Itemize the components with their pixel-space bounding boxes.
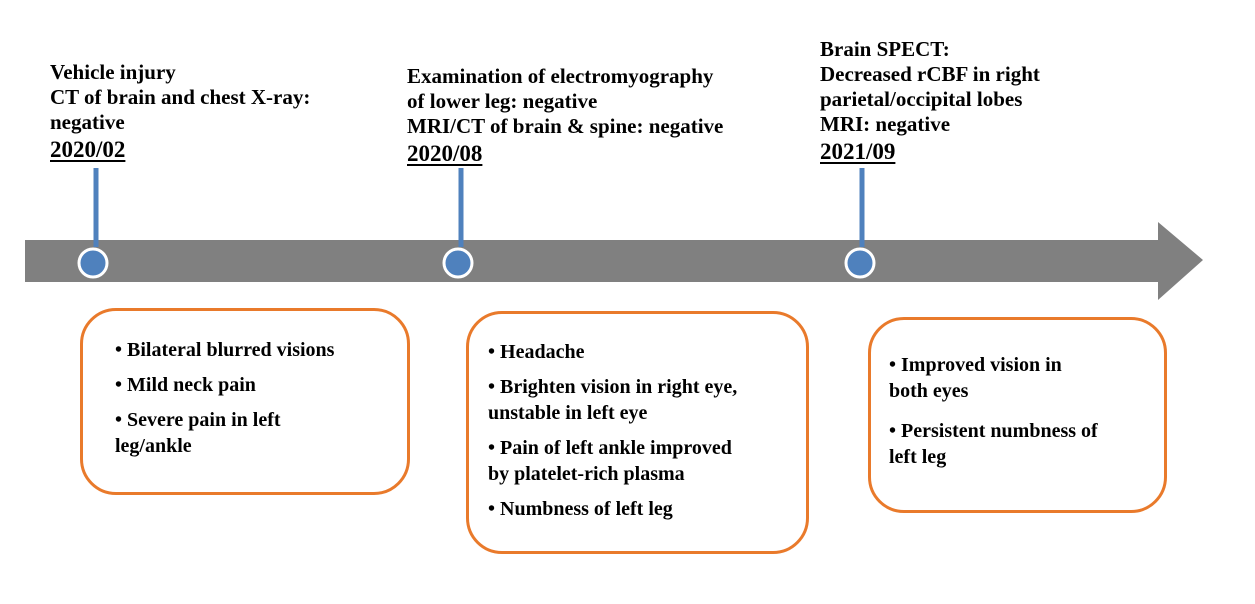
symptom-text-cont: both eyes xyxy=(889,380,969,402)
event-text-line: parietal/occipital lobes xyxy=(820,87,1023,111)
symptom-item: Severe pain in left leg/ankle xyxy=(115,407,387,459)
event-text-line: CT of brain and chest X-ray: xyxy=(50,85,311,109)
event-text-line: Brain SPECT: xyxy=(820,37,950,61)
symptom-item: Bilateral blurred visions xyxy=(115,337,387,363)
symptom-list: Bilateral blurred visions Mild neck pain… xyxy=(115,337,387,459)
timeline-marker-3 xyxy=(844,247,876,279)
symptom-item: Numbness of left leg xyxy=(488,496,792,522)
symptom-item: Persistent numbness of left leg xyxy=(889,418,1152,470)
event-text-line: of lower leg: negative xyxy=(407,89,598,113)
event-text-line: Examination of electromyography xyxy=(407,64,714,88)
symptom-item: Brighten vision in right eye, unstable i… xyxy=(488,374,792,426)
symptom-text-cont: unstable in left eye xyxy=(488,402,648,424)
symptom-item: Headache xyxy=(488,339,792,365)
symptom-item: Pain of left ankle improved by platelet-… xyxy=(488,435,792,487)
symptom-box-2021-09: Improved vision in both eyes Persistent … xyxy=(868,317,1167,513)
symptom-text: Headache xyxy=(488,341,584,363)
symptom-text-cont: leg/ankle xyxy=(115,435,192,457)
event-text-line: Vehicle injury xyxy=(50,60,176,84)
symptom-text-cont: left leg xyxy=(889,446,947,468)
symptom-text: Improved vision in xyxy=(889,354,1062,376)
event-label-2020-02: Vehicle injury CT of brain and chest X-r… xyxy=(50,60,310,162)
event-label-2020-08: Examination of electromyography of lower… xyxy=(407,64,723,166)
symptom-item: Improved vision in both eyes xyxy=(889,352,1152,404)
event-date: 2020/08 xyxy=(407,141,483,166)
symptom-text: Severe pain in left xyxy=(115,409,281,431)
timeline-marker-2 xyxy=(442,247,474,279)
event-text-line: MRI: negative xyxy=(820,112,951,136)
event-text-line: MRI/CT of brain & spine: negative xyxy=(407,114,724,138)
symptom-box-2020-02: Bilateral blurred visions Mild neck pain… xyxy=(80,308,410,495)
symptom-text: Numbness of left leg xyxy=(488,498,673,520)
symptom-text-cont: by platelet-rich plasma xyxy=(488,463,685,485)
timeline-marker-1 xyxy=(77,247,109,279)
symptom-list: Headache Brighten vision in right eye, u… xyxy=(488,339,792,522)
timeline-arrow xyxy=(25,222,1203,300)
symptom-text: Bilateral blurred visions xyxy=(115,339,334,361)
symptom-text: Brighten vision in right eye, xyxy=(488,376,737,398)
event-label-2021-09: Brain SPECT: Decreased rCBF in right par… xyxy=(820,37,1040,164)
event-text-line: Decreased rCBF in right xyxy=(820,62,1040,86)
symptom-box-2020-08: Headache Brighten vision in right eye, u… xyxy=(466,311,809,554)
symptom-text: Mild neck pain xyxy=(115,374,256,396)
symptom-text: Pain of left ankle improved xyxy=(488,437,732,459)
symptom-item: Mild neck pain xyxy=(115,372,387,398)
event-date: 2020/02 xyxy=(50,137,126,162)
event-date: 2021/09 xyxy=(820,139,896,164)
symptom-list: Improved vision in both eyes Persistent … xyxy=(889,352,1152,470)
event-text-line: negative xyxy=(50,110,125,134)
symptom-text: Persistent numbness of xyxy=(889,420,1098,442)
